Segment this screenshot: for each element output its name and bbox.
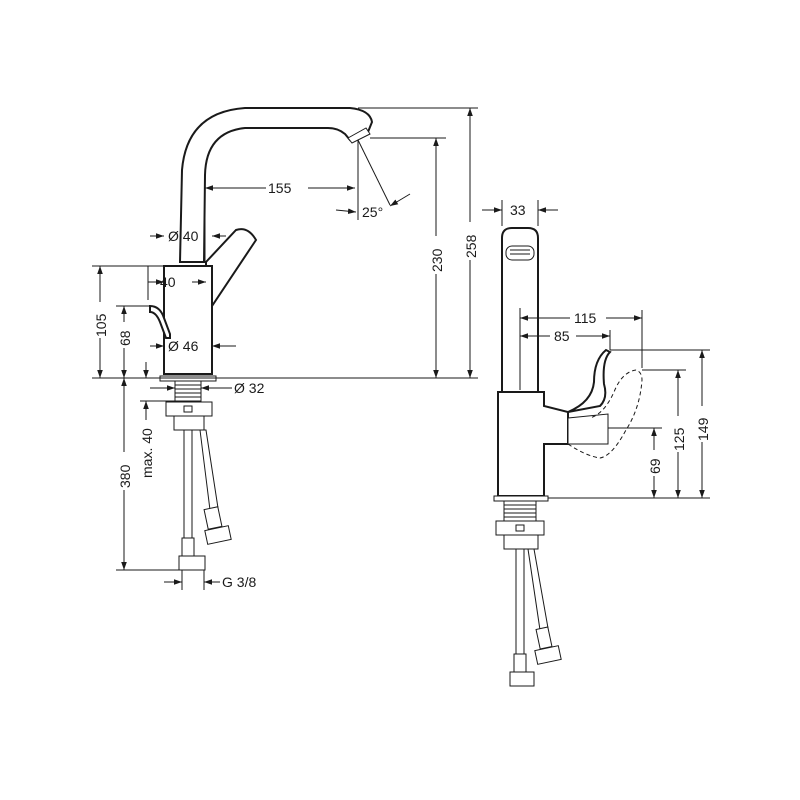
hose-right-front xyxy=(527,548,549,631)
fixing-washer-front xyxy=(503,534,539,550)
spout-reach-label: 155 xyxy=(268,180,292,196)
lever-side xyxy=(205,228,258,307)
body-diameter-bottom-label: Ø 46 xyxy=(168,338,199,354)
total-height-label: 258 xyxy=(463,234,479,258)
lever-height-closed-label: 69 xyxy=(647,458,663,474)
lever-reach-open-label: 115 xyxy=(574,310,597,326)
faucet-body-front xyxy=(497,391,569,497)
hose-right xyxy=(199,429,219,511)
aerator-front xyxy=(505,245,535,261)
hose-nut-right xyxy=(204,525,232,545)
hose-length-label: 380 xyxy=(117,464,133,488)
lever-handle-closed xyxy=(567,413,609,445)
lever-height-open-label: 125 xyxy=(671,427,687,451)
spout-width-label: 33 xyxy=(510,202,526,218)
spout-angle-label: 25° xyxy=(362,204,383,220)
lever-pivot-height-label: 68 xyxy=(117,330,133,346)
lever-height-top-label: 149 xyxy=(695,417,711,441)
hose-fitting-left xyxy=(181,537,195,559)
max-counter-thickness-label: max. 40 xyxy=(139,428,155,478)
lever-closed-front xyxy=(567,348,612,413)
hose-left-front xyxy=(515,548,525,655)
hose-left xyxy=(183,429,193,539)
mounting-flange-front xyxy=(493,495,549,502)
aerator xyxy=(347,127,371,144)
popup-rod xyxy=(149,304,171,339)
lever-open-ghost xyxy=(567,369,643,459)
mount-hole-diameter-label: Ø 32 xyxy=(234,380,265,396)
connection-thread-label: G 3/8 xyxy=(222,574,256,590)
hose-nut-left-front xyxy=(509,671,535,687)
outlet-height-label: 230 xyxy=(429,248,445,272)
fixing-washer xyxy=(173,415,205,431)
threaded-shank-front xyxy=(503,500,537,522)
lever-depth-label: 40 xyxy=(160,274,176,290)
side-view: 155 25° Ø 40 40 Ø 46 Ø 32 258 230 xyxy=(90,107,480,590)
lever-height-label: 105 xyxy=(93,313,109,337)
hose-fitting-right xyxy=(203,506,223,530)
shank-hatch xyxy=(175,384,201,398)
lever-reach-closed-label: 85 xyxy=(554,328,570,344)
hose-nut-left xyxy=(178,555,206,571)
body-diameter-top-label: Ø 40 xyxy=(168,228,199,244)
front-view: 33 115 85 149 125 69 xyxy=(482,200,712,687)
hose-nut-right-front xyxy=(534,645,562,665)
threaded-shank xyxy=(174,380,202,402)
